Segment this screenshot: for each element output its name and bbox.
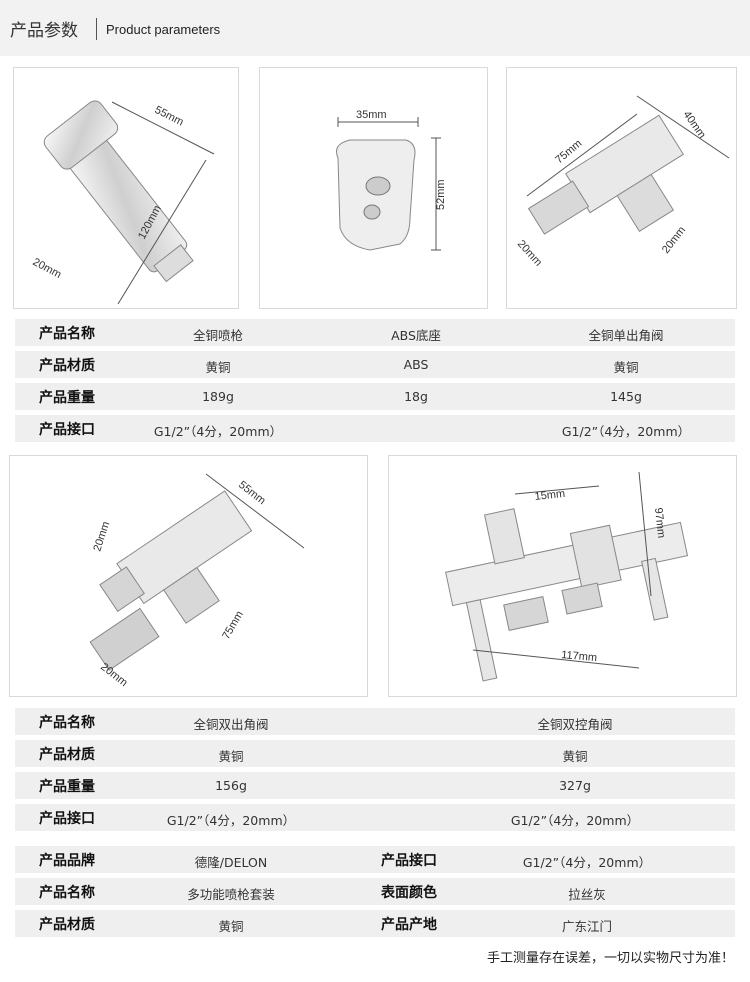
cell-spray-gun: 黄铜 bbox=[205, 360, 231, 375]
single-valve-outlet-dim: 20mm bbox=[660, 224, 688, 255]
brand-value: 德隆/DELON bbox=[194, 855, 268, 870]
abs-base-height-dim: 52mm bbox=[435, 179, 447, 210]
double-outlet-side-dim: 20mm bbox=[91, 520, 112, 553]
product-name-value: 多功能喷枪套装 bbox=[187, 887, 275, 902]
angle-valve-drawing-icon: 40mm 75mm 20mm 20mm bbox=[515, 95, 730, 269]
title-divider bbox=[96, 18, 97, 40]
cell-single-valve: 黄铜 bbox=[613, 360, 639, 375]
single-valve-inlet-dim: 20mm bbox=[515, 238, 544, 269]
cell-abs-base: ABS bbox=[403, 357, 429, 372]
row-label: 产品接口 bbox=[39, 422, 95, 438]
cell-single-valve: 145g bbox=[610, 389, 642, 404]
row-label: 产品品牌 bbox=[39, 853, 95, 869]
spray-gun-panel: 55mm 120mm 20mm bbox=[13, 67, 239, 309]
section-header: 产品参数 Product parameters bbox=[0, 0, 750, 56]
interface-value: G1/2”（4分，20mm） bbox=[522, 855, 652, 870]
table3-row-material: 产品材质 黄铜 产品产地 广东江门 bbox=[15, 910, 735, 937]
row-label-2: 产品产地 bbox=[381, 917, 437, 933]
row-label: 产品重量 bbox=[39, 779, 95, 795]
row-label: 产品接口 bbox=[39, 811, 95, 827]
cell-double-outlet: 黄铜 bbox=[218, 749, 244, 764]
table1-row-interface: 产品接口 G1/2”（4分，20mm） G1/2”（4分，20mm） bbox=[15, 415, 735, 442]
double-outlet-valve-panel: 55mm 20mm 75mm 20mm bbox=[9, 455, 368, 697]
table2-row-weight: 产品重量 156g 327g bbox=[15, 772, 735, 799]
cell-double-outlet: G1/2”（4分，20mm） bbox=[166, 813, 296, 828]
row-label: 产品材质 bbox=[39, 358, 95, 374]
origin-value: 广东江门 bbox=[561, 919, 613, 934]
cell-double-control: G1/2”（4分，20mm） bbox=[510, 813, 640, 828]
holder-drawing-icon: 35mm 52mm bbox=[336, 109, 447, 251]
table2-row-interface: 产品接口 G1/2”（4分，20mm） G1/2”（4分，20mm） bbox=[15, 804, 735, 831]
cell-single-valve: G1/2”（4分，20mm） bbox=[561, 424, 691, 439]
surface-color-value: 拉丝灰 bbox=[568, 887, 606, 902]
cell-double-control: 黄铜 bbox=[562, 749, 588, 764]
cell-double-control: 全铜双控角阀 bbox=[537, 717, 613, 732]
material-value: 黄铜 bbox=[218, 919, 244, 934]
double-control-height-dim: 97mm bbox=[652, 507, 667, 539]
table1-row-weight: 产品重量 189g 18g 145g bbox=[15, 383, 735, 410]
cell-double-outlet: 156g bbox=[215, 778, 247, 793]
row-label-2: 产品接口 bbox=[381, 853, 437, 869]
measurement-disclaimer: 手工测量存在误差，一切以实物尺寸为准！ bbox=[486, 951, 734, 966]
cell-spray-gun: G1/2”（4分，20mm） bbox=[153, 424, 283, 439]
cell-spray-gun: 189g bbox=[202, 389, 234, 404]
cell-single-valve: 全铜单出角阀 bbox=[588, 328, 664, 343]
row-label: 产品名称 bbox=[39, 715, 95, 731]
single-valve-height-dim: 40mm bbox=[681, 109, 708, 141]
table1-row-material: 产品材质 黄铜 ABS 黄铜 bbox=[15, 351, 735, 378]
single-valve-length-dim: 75mm bbox=[553, 137, 584, 166]
cell-double-control: 327g bbox=[559, 778, 591, 793]
row-label-2: 表面颜色 bbox=[381, 885, 437, 901]
double-control-valve-drawing-icon: 15mm 97mm 117mm bbox=[445, 471, 689, 682]
double-control-valve-panel: 15mm 97mm 117mm bbox=[388, 455, 737, 697]
single-angle-valve-panel: 40mm 75mm 20mm 20mm bbox=[506, 67, 737, 309]
section-title-cn: 产品参数 bbox=[10, 21, 78, 41]
cell-abs-base: 18g bbox=[404, 389, 428, 404]
double-control-top-dim: 15mm bbox=[534, 488, 566, 503]
spray-gun-thread-dim: 20mm bbox=[31, 256, 64, 281]
table3-row-name: 产品名称 多功能喷枪套装 表面颜色 拉丝灰 bbox=[15, 878, 735, 905]
cell-spray-gun: 全铜喷枪 bbox=[192, 328, 244, 343]
table2-row-name: 产品名称 全铜双出角阀 全铜双控角阀 bbox=[15, 708, 735, 735]
double-outlet-length-dim: 55mm bbox=[236, 479, 267, 507]
row-label: 产品材质 bbox=[39, 917, 95, 933]
cell-abs-base: ABS底座 bbox=[391, 328, 441, 343]
table1-row-name: 产品名称 全铜喷枪 ABS底座 全铜单出角阀 bbox=[15, 319, 735, 346]
abs-base-panel: 35mm 52mm bbox=[259, 67, 488, 309]
row-label: 产品名称 bbox=[39, 326, 95, 342]
cell-double-outlet: 全铜双出角阀 bbox=[193, 717, 269, 732]
table2-row-material: 产品材质 黄铜 黄铜 bbox=[15, 740, 735, 767]
double-control-length-dim: 117mm bbox=[561, 649, 598, 664]
row-label: 产品重量 bbox=[39, 390, 95, 406]
double-outlet-valve-drawing-icon: 55mm 20mm 75mm 20mm bbox=[89, 473, 305, 689]
row-label: 产品材质 bbox=[39, 747, 95, 763]
section-title-en: Product parameters bbox=[106, 22, 221, 37]
table3-row-brand: 产品品牌 德隆/DELON 产品接口 G1/2”（4分，20mm） bbox=[15, 846, 735, 873]
abs-base-width-dim: 35mm bbox=[356, 109, 387, 121]
row-label: 产品名称 bbox=[39, 885, 95, 901]
spray-gun-drawing-icon: 55mm 120mm 20mm bbox=[31, 100, 215, 305]
double-outlet-height-dim: 75mm bbox=[220, 609, 246, 641]
